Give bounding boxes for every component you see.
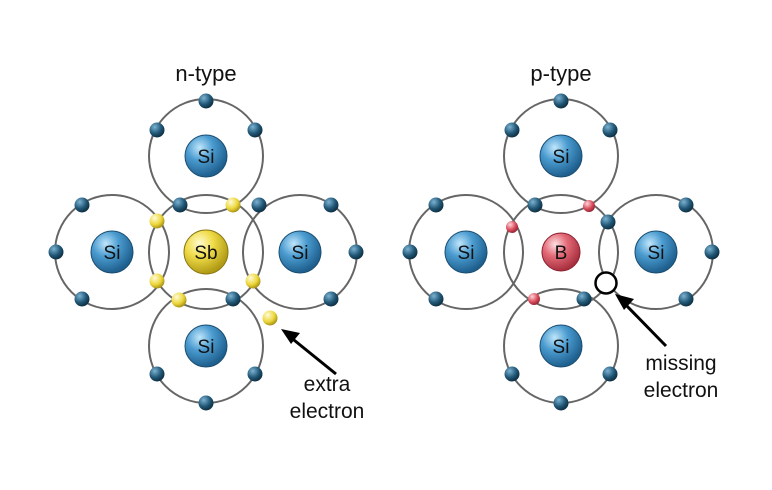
shell-center [148, 194, 264, 310]
donor-electron [149, 273, 165, 289]
donor-electron [225, 197, 241, 213]
electron [553, 395, 569, 411]
electron [74, 291, 90, 307]
acceptor-electron [506, 221, 518, 233]
si-atom-left: Si [90, 230, 134, 274]
electron [247, 122, 263, 138]
electron [348, 244, 364, 260]
electron [74, 197, 90, 213]
si-atom-bottom: Si [184, 324, 228, 368]
n-type-title: n-type [175, 61, 236, 86]
si-label: Si [458, 243, 475, 264]
electron [553, 93, 569, 109]
si-label: Si [292, 243, 309, 264]
p-type-title: p-type [530, 61, 591, 86]
annotation-line1: extra [304, 373, 351, 396]
p-type-si-electrons [402, 93, 720, 411]
si-label: Si [198, 147, 215, 168]
arrow-line [621, 300, 668, 348]
si-atom-bottom: Si [539, 324, 583, 368]
donor-electron [149, 213, 165, 229]
b-label: B [555, 243, 568, 264]
annotation-line2: electron [644, 379, 719, 402]
electron [48, 244, 64, 260]
electron [504, 122, 520, 138]
electron [428, 197, 444, 213]
electron [198, 93, 214, 109]
electron [323, 291, 339, 307]
electron [678, 197, 694, 213]
arrow-head [281, 329, 300, 344]
si-label: Si [553, 337, 570, 358]
acceptor-electron [528, 293, 540, 305]
electron [323, 197, 339, 213]
donor-electron [171, 292, 187, 308]
electron [149, 122, 165, 138]
electron [602, 366, 618, 382]
si-atom-right: Si [278, 230, 322, 274]
p-type-nuclei: Si Si Si Si B [444, 134, 678, 368]
electron [704, 244, 720, 260]
electron [678, 291, 694, 307]
n-type-nuclei: Si Si Si Si Sb [90, 134, 322, 368]
shell-center [503, 194, 619, 310]
si-atom-top: Si [539, 134, 583, 178]
si-label: Si [104, 243, 121, 264]
electron [576, 291, 592, 307]
extra-electron-annotation: extra electron [281, 329, 364, 423]
si-atom-right: Si [634, 230, 678, 274]
si-label: Si [553, 147, 570, 168]
si-atom-top: Si [184, 134, 228, 178]
electron [602, 122, 618, 138]
electron [149, 366, 165, 382]
electron [198, 395, 214, 411]
extra-electron [262, 310, 278, 326]
sb-label: Sb [194, 243, 217, 264]
electron [225, 291, 241, 307]
b-atom-center: B [541, 232, 581, 272]
electron [251, 197, 267, 213]
p-type-b-electrons [506, 200, 595, 305]
electron [527, 197, 543, 213]
arrow-line [288, 334, 337, 376]
panel-p-type: p-type Si Si Si Si [402, 61, 720, 411]
electron [172, 197, 188, 213]
annotation-line2: electron [290, 400, 365, 423]
acceptor-electron [583, 200, 595, 212]
missing-electron-hole [594, 271, 618, 295]
electron [504, 366, 520, 382]
donor-electron [245, 273, 261, 289]
n-type-sb-electrons [149, 197, 278, 326]
electron [428, 291, 444, 307]
si-label: Si [648, 243, 665, 264]
missing-electron-annotation: missing electron [615, 294, 718, 402]
electron [600, 214, 616, 230]
n-type-si-electrons [48, 93, 364, 411]
electron [247, 366, 263, 382]
sb-atom-center: Sb [183, 229, 229, 275]
panel-n-type: n-type Si Si Si Si [48, 61, 364, 423]
si-atom-left: Si [444, 230, 488, 274]
electron [402, 244, 418, 260]
annotation-line1: missing [645, 352, 716, 375]
arrow-head [615, 294, 634, 310]
si-label: Si [198, 337, 215, 358]
